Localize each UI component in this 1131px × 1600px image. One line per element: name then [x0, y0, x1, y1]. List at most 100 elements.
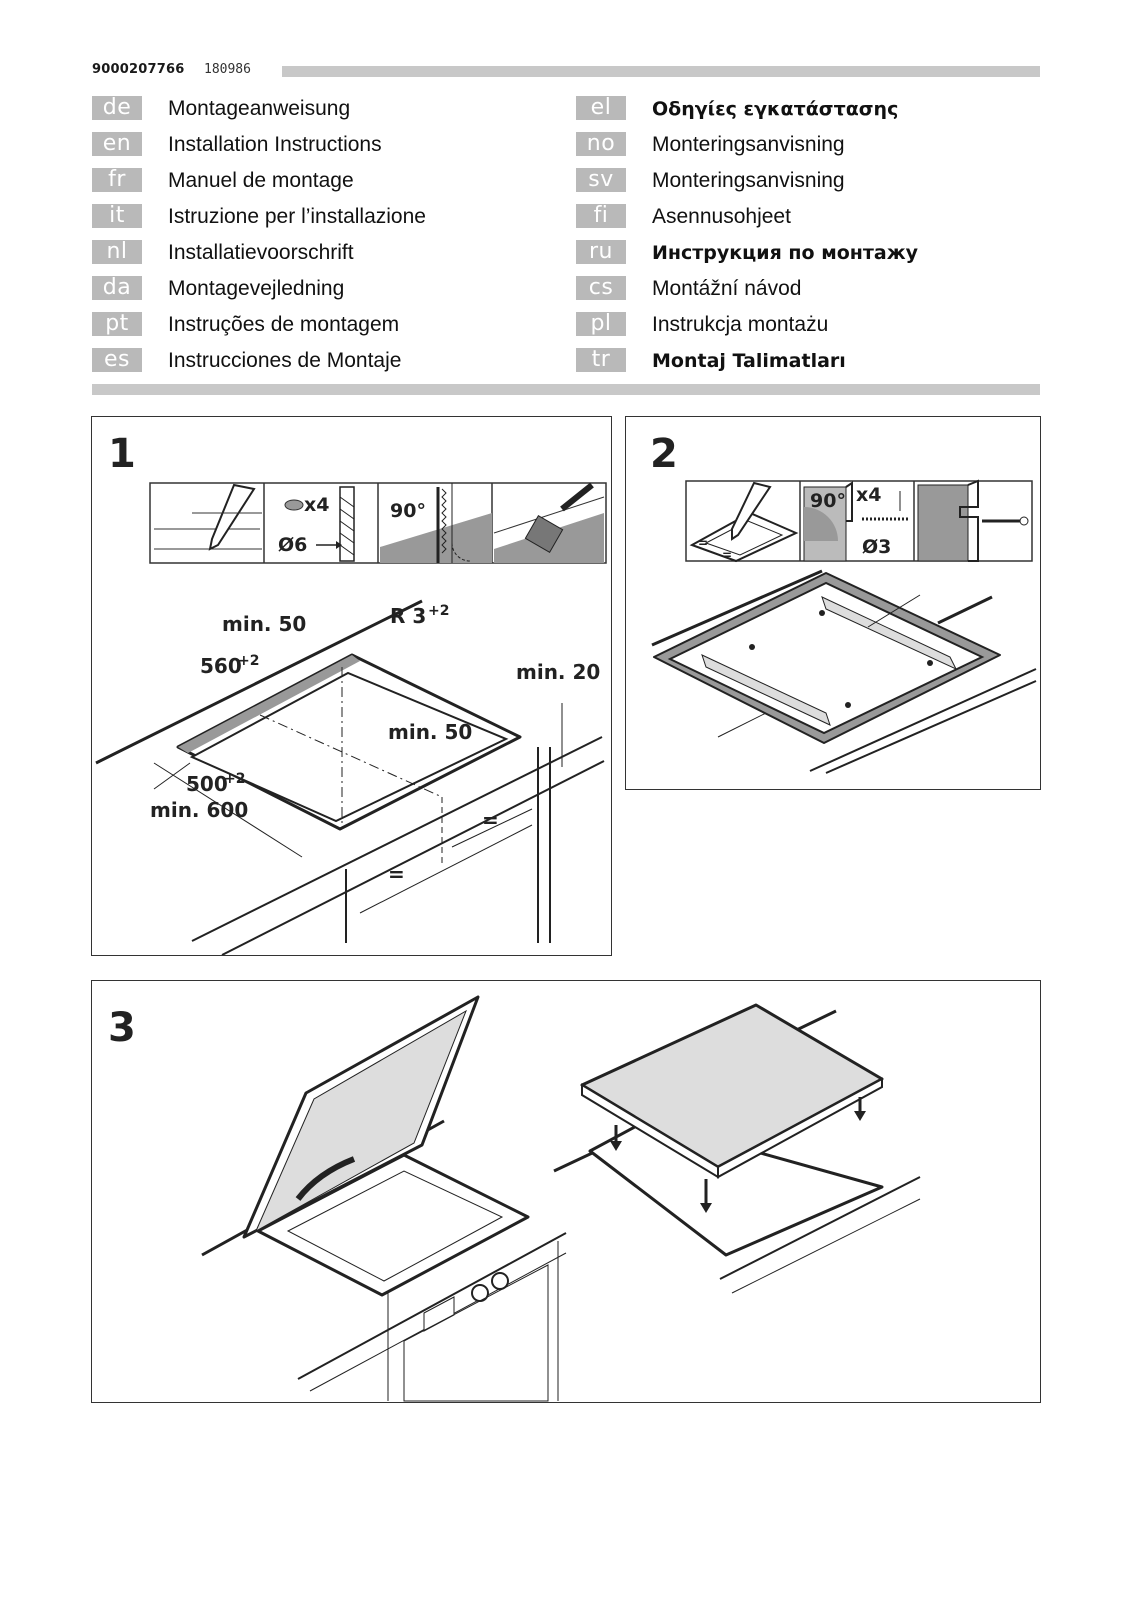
cutout-dimension-diagram: [95, 599, 605, 955]
language-title: Montaj Talimatları: [652, 350, 846, 372]
step-2-illustration: = = 90° x4 Ø3: [651, 479, 1037, 774]
down-arrow-icon: [854, 1097, 866, 1121]
language-row-cs: cs Montážní návod: [576, 276, 1046, 312]
dim-width-560: 560: [200, 654, 242, 678]
language-title: Installatievoorschrift: [168, 241, 354, 264]
dim-depth-500: 500: [186, 772, 228, 796]
brush-icon: [493, 482, 605, 563]
step-3-illustration: [201, 995, 921, 1402]
language-code-badge: pt: [92, 312, 142, 336]
step-1-panel: 1 x4 Ø6: [91, 416, 612, 956]
dim-equal-right: =: [482, 808, 499, 832]
jigsaw-blade-icon: [380, 483, 492, 563]
document-header: 9000207766 180986: [92, 62, 1040, 80]
angle-label: 90°: [810, 490, 846, 512]
language-code-badge: tr: [576, 348, 626, 372]
language-list-divider-bar: [92, 384, 1040, 395]
dim-min600: min. 600: [150, 798, 248, 822]
language-title: Monteringsanvisning: [652, 133, 845, 156]
language-code-badge: pl: [576, 312, 626, 336]
language-row-tr: tr Montaj Talimatları: [576, 348, 1046, 384]
language-row-el: el Οδηγίες εγκατάστασης: [576, 96, 1046, 132]
mounting-bracket: [701, 596, 958, 726]
language-row-sv: sv Monteringsanvisning: [576, 168, 1046, 204]
language-title: Asennusohjeet: [652, 205, 791, 228]
language-code-badge: da: [92, 276, 142, 300]
hob-ceramic-glass: [580, 1003, 884, 1179]
language-row-es: es Instrucciones de Montaje: [92, 348, 562, 384]
language-code-badge: sv: [576, 168, 626, 192]
language-code-badge: de: [92, 96, 142, 120]
tool-count-label: x4: [304, 494, 329, 516]
language-title: Instrukcja montażu: [652, 313, 829, 336]
language-title: Montageanweisung: [168, 97, 351, 120]
language-title: Manuel de montage: [168, 169, 354, 192]
document-number: 9000207766: [92, 62, 185, 77]
language-row-pt: pt Instruções de montagem: [92, 312, 562, 348]
language-code-badge: nl: [92, 240, 142, 264]
hob-ceramic-glass-tilted: [242, 995, 480, 1239]
step-3-panel: 3: [91, 980, 1041, 1403]
language-code-badge: it: [92, 204, 142, 228]
language-title: Istruzione per l’installazione: [168, 205, 426, 228]
language-row-nl: nl Installatievoorschrift: [92, 240, 562, 276]
document-date-code: 180986: [204, 62, 251, 77]
language-title: Montážní návod: [652, 277, 802, 300]
drill-size-label: Ø6: [278, 534, 307, 556]
language-code-badge: fr: [92, 168, 142, 192]
dim-width-560-tolerance: +2: [238, 653, 259, 669]
tool-strip: x4 Ø6 90°: [149, 482, 607, 564]
worktop-with-brackets-diagram: [651, 569, 1037, 774]
step-number: 2: [650, 431, 678, 477]
header-divider-bar: [282, 66, 1040, 77]
down-arrow-icon: [610, 1125, 622, 1151]
language-row-fr: fr Manuel de montage: [92, 168, 562, 204]
step-number: 3: [108, 1005, 136, 1051]
language-row-pl: pl Instrukcja montażu: [576, 312, 1046, 348]
hob-insertion-left-diagram: [201, 995, 567, 1402]
language-code-badge: ru: [576, 240, 626, 264]
language-row-no: no Monteringsanvisning: [576, 132, 1046, 168]
bracket-drill-icon: [803, 481, 908, 562]
step-1-illustration: x4 Ø6 90°: [95, 482, 607, 955]
equal-mark: =: [722, 548, 732, 562]
dim-radius-tolerance: +2: [428, 603, 449, 619]
dim-min20: min. 20: [516, 660, 600, 684]
dim-min50-inner: min. 50: [388, 720, 472, 744]
pencil-icon: [689, 481, 799, 563]
language-row-da: da Montagevejledning: [92, 276, 562, 312]
language-title: Οδηγίες εγκατάστασης: [652, 98, 899, 120]
language-list-left: de Montageanweisung en Installation Inst…: [92, 96, 562, 384]
language-title: Instruções de montagem: [168, 313, 400, 336]
hob-insertion-right-diagram: [553, 1003, 921, 1294]
language-title: Инструкция по монтажу: [652, 242, 919, 264]
language-row-ru: ru Инструкция по монтажу: [576, 240, 1046, 276]
tool-count-label: x4: [856, 484, 881, 506]
language-title: Instrucciones de Montaje: [168, 349, 402, 372]
language-code-badge: el: [576, 96, 626, 120]
language-code-badge: es: [92, 348, 142, 372]
language-code-badge: cs: [576, 276, 626, 300]
step-number: 1: [108, 431, 136, 477]
language-row-it: it Istruzione per l’installazione: [92, 204, 562, 240]
language-title: Installation Instructions: [168, 133, 382, 156]
language-row-de: de Montageanweisung: [92, 96, 562, 132]
screw-bracket-icon: [917, 479, 1029, 562]
dim-equal-left: =: [388, 862, 405, 886]
tool-strip: = = 90° x4 Ø3: [685, 479, 1033, 563]
dim-min50-top: min. 50: [222, 612, 306, 636]
dim-depth-500-tolerance: +2: [224, 771, 245, 787]
drill-bit-icon: [284, 486, 355, 562]
language-row-fi: fi Asennusohjeet: [576, 204, 1046, 240]
down-arrow-icon: [700, 1179, 712, 1213]
language-title: Monteringsanvisning: [652, 169, 845, 192]
oven-front: [387, 1241, 559, 1402]
language-code-badge: fi: [576, 204, 626, 228]
drill-size-label: Ø3: [862, 536, 891, 558]
language-list-right: el Οδηγίες εγκατάστασης no Monteringsanv…: [576, 96, 1046, 384]
pencil-icon: [154, 483, 262, 551]
equal-mark: =: [698, 536, 708, 550]
language-code-badge: no: [576, 132, 626, 156]
language-code-badge: en: [92, 132, 142, 156]
language-title: Montagevejledning: [168, 277, 345, 300]
